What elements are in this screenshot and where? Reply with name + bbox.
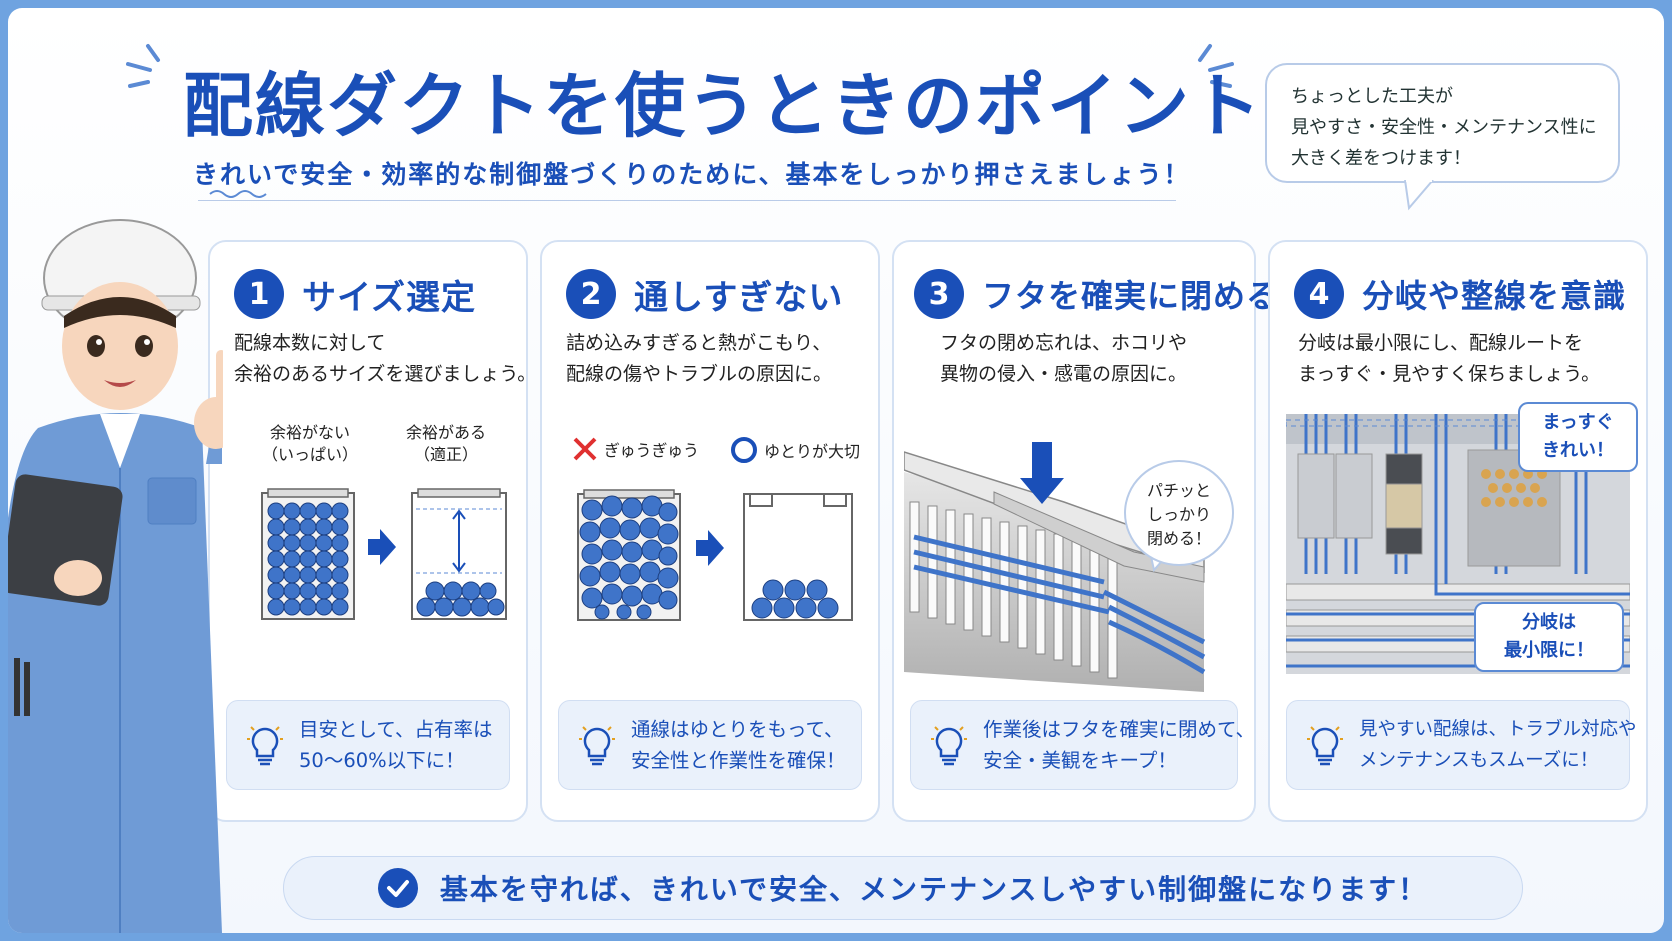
bubble-line: ちょっとした工夫が [1291, 86, 1453, 107]
page-title: 配線ダクトを使うときのポイント [183, 65, 1263, 147]
bubble-line: 見やすさ・安全性・メンテナンス性に [1291, 117, 1597, 138]
point-card-3: 3 フタを確実に閉める フタの閉め忘れは、ホコリや 異物の侵入・感電の原因に。 [892, 240, 1278, 822]
lightbulb-icon [247, 726, 283, 766]
worker-character-illustration [8, 219, 223, 933]
snap-bubble: パチッと しっかり 閉める！ [1124, 460, 1234, 566]
sparkle-left-icon [126, 44, 160, 88]
card-header: 4 分岐や整線を意識 [1294, 266, 1626, 322]
infographic-frame: 配線ダクトを使うときのポイント きれいで安全・効率的な制御盤づくりのために、基本… [8, 8, 1664, 933]
point-card-1: 1 サイズ選定 配線本数に対して 余裕のあるサイズを選びましょう。 余裕がない … [208, 240, 536, 822]
circle-icon [731, 437, 757, 463]
card-number-badge: 4 [1294, 269, 1344, 319]
card-description: 配線本数に対して 余裕のあるサイズを選びましょう。 [234, 328, 536, 390]
tip-line: 目安として、占有率は [299, 718, 493, 741]
point-card-4: 4 分岐や整線を意識 分岐は最小限にし、配線ルートを まっすぐ・見やすく保ちまし… [1268, 240, 1648, 822]
tip-line: 通線はゆとりをもって、 [631, 718, 844, 741]
duct-size-diagram [261, 488, 507, 620]
card-header: 2 通しすぎない [566, 266, 843, 322]
tip-line: メンテナンスもスムーズに！ [1359, 750, 1599, 771]
good-label: ゆとりが大切 [730, 436, 860, 464]
tip-box: 作業後はフタを確実に閉めて、 安全・美観をキープ！ [910, 700, 1255, 790]
callout-branch: 分岐は 最小限に！ [1474, 602, 1624, 672]
desc-line: フタの閉め忘れは、ホコリや [940, 332, 1188, 354]
sparkle-right-icon [1198, 44, 1234, 88]
desc-line: 詰め込みすぎると熱がこもり、 [566, 332, 832, 354]
arrow-down-icon [1020, 442, 1064, 504]
bubble-line: パチッと [1146, 481, 1211, 500]
figure-label-ok: 余裕がある （適正） [406, 422, 486, 466]
card-number-badge: 3 [914, 269, 964, 319]
subtitle-divider [198, 200, 1176, 201]
callout-line: 分岐は [1522, 612, 1576, 633]
callout-line: きれい！ [1542, 440, 1614, 461]
card-title: 分岐や整線を意識 [1362, 277, 1627, 315]
tip-line: 安全性と作業性を確保！ [631, 749, 846, 772]
lightbulb-icon [579, 726, 615, 766]
card-description: 分岐は最小限にし、配線ルートを まっすぐ・見やすく保ちましょう。 [1298, 328, 1600, 390]
lightbulb-icon [1307, 726, 1343, 766]
card-description: フタの閉め忘れは、ホコリや 異物の侵入・感電の原因に。 [940, 328, 1187, 390]
tip-box: 通線はゆとりをもって、 安全性と作業性を確保！ [558, 700, 862, 790]
callout-line: 最小限に！ [1504, 640, 1594, 661]
speech-bubble: ちょっとした工夫が 見やすさ・安全性・メンテナンス性に 大きく差をつけます！ [1265, 63, 1620, 183]
label-line: （いっぱい） [262, 445, 359, 464]
card-number-badge: 2 [566, 269, 616, 319]
bubble-tail-icon [1404, 180, 1434, 211]
card-title: 通しすぎない [634, 277, 844, 318]
card-title: フタを確実に閉める [982, 277, 1280, 315]
arrow-right-icon [696, 530, 724, 566]
bad-label: ぎゅうぎゅう [572, 436, 699, 462]
page-subtitle: きれいで安全・効率的な制御盤づくりのために、基本をしっかり押さえましょう！ [193, 160, 1191, 189]
tip-text: 作業後はフタを確実に閉めて、 安全・美観をキープ！ [983, 714, 1255, 776]
check-icon [377, 868, 418, 908]
tip-text: 目安として、占有率は 50〜60%以下に！ [299, 714, 492, 776]
cross-icon [573, 437, 597, 461]
label-line: 余裕がある [406, 423, 487, 442]
desc-line: 分岐は最小限にし、配線ルートを [1298, 332, 1584, 354]
card-description: 詰め込みすぎると熱がこもり、 配線の傷やトラブルの原因に。 [566, 328, 832, 390]
label-line: 余裕がない [270, 423, 351, 442]
tip-text: 見やすい配線は、トラブル対応や メンテナンスもスムーズに！ [1359, 714, 1637, 776]
summary-bar: 基本を守れば、きれいで安全、メンテナンスしやすい制御盤になります！ [283, 856, 1523, 920]
tip-line: 作業後はフタを確実に閉めて、 [983, 718, 1256, 741]
callout-straight: まっすぐ きれい！ [1518, 402, 1638, 472]
summary-message: 基本を守れば、きれいで安全、メンテナンスしやすい制御盤になります！ [439, 873, 1429, 906]
card-header: 3 フタを確実に閉める [914, 266, 1279, 322]
tip-box: 目安として、占有率は 50〜60%以下に！ [226, 700, 510, 790]
desc-line: 余裕のあるサイズを選びましょう。 [234, 363, 537, 385]
bubble-line: 大きく差をつけます！ [1291, 148, 1471, 169]
good-label-text: ゆとりが大切 [764, 442, 861, 461]
label-line: （適正） [414, 445, 479, 464]
arrow-right-icon [368, 529, 396, 565]
tip-box: 見やすい配線は、トラブル対応や メンテナンスもスムーズに！ [1286, 700, 1637, 790]
bad-label-text: ぎゅうぎゅう [604, 441, 700, 460]
point-card-2: 2 通しすぎない 詰め込みすぎると熱がこもり、 配線の傷やトラブルの原因に。 ぎ… [540, 240, 880, 822]
tip-text: 通線はゆとりをもって、 安全性と作業性を確保！ [631, 714, 846, 776]
wave-deco-icon [209, 190, 267, 198]
tip-line: 50〜60%以下に！ [299, 749, 465, 772]
card-title: サイズ選定 [302, 277, 476, 318]
figure-label-full: 余裕がない （いっぱい） [262, 422, 358, 466]
desc-line: 異物の侵入・感電の原因に。 [940, 363, 1188, 385]
cable-fill-diagram [577, 489, 853, 621]
desc-line: 配線本数に対して [234, 332, 386, 354]
desc-line: 配線の傷やトラブルの原因に。 [566, 363, 833, 385]
tip-line: 安全・美観をキープ！ [983, 749, 1177, 772]
callout-line: まっすぐ [1542, 412, 1614, 433]
tip-line: 見やすい配線は、トラブル対応や [1359, 719, 1637, 740]
card-number-badge: 1 [234, 269, 284, 319]
lightbulb-icon [931, 726, 967, 766]
bubble-line: 閉める！ [1146, 529, 1211, 548]
card-header: 1 サイズ選定 [234, 266, 476, 322]
desc-line: まっすぐ・見やすく保ちましょう。 [1298, 363, 1601, 385]
bubble-line: しっかり [1146, 505, 1211, 524]
